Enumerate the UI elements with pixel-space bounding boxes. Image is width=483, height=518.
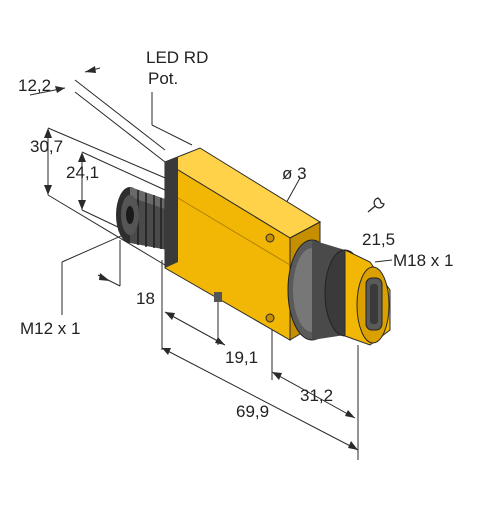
m18-nut [287,239,366,341]
dim-diameter-3: ø 3 [282,164,307,183]
dim-69-9: 69,9 [236,402,269,421]
dim-m18-thread: M18 x 1 [393,251,453,270]
pot-label: Pot. [148,69,178,88]
dim-24-1: 24,1 [66,163,99,182]
dim-18: 18 [136,289,155,308]
m12-connector [116,187,168,250]
lens-front [344,249,391,346]
dim-12-2: 12,2 [18,76,51,95]
dim-21-5: 21,5 [362,230,395,249]
arrow-heads [44,66,358,450]
dim-31-2: 31,2 [300,386,333,405]
led-label: LED RD [146,48,208,67]
dim-30-7: 30,7 [30,137,63,156]
dim-19-1: 19,1 [225,348,258,367]
wrench-icon [367,197,385,213]
dim-m12-thread: M12 x 1 [20,319,80,338]
